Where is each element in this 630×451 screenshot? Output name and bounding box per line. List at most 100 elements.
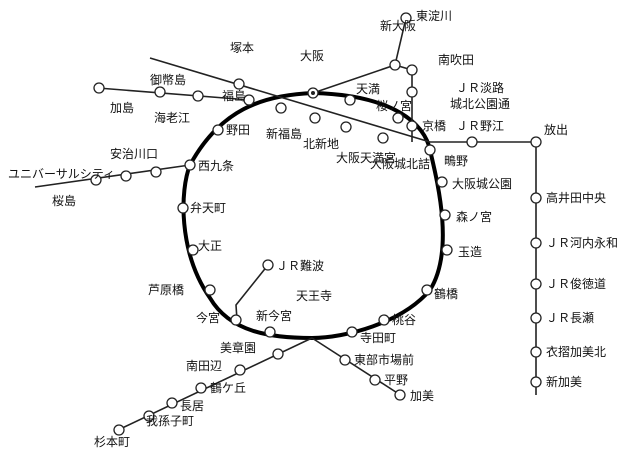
station-morinomiya[interactable] (439, 209, 451, 221)
label-bishoen: 美章園 (220, 340, 256, 355)
station-takaidachuo[interactable] (530, 192, 542, 204)
label-jrshuntokumichi: ＪＲ俊徳道 (546, 276, 606, 291)
station-jrshuntokumichi[interactable] (530, 278, 542, 290)
label-mitejima: 御幣島 (150, 72, 186, 87)
label-hanaten: 放出 (544, 122, 568, 137)
jr-kobe-line (97, 87, 251, 101)
label-shinosaka: 新大阪 (380, 18, 416, 33)
station-shinkami[interactable] (530, 376, 542, 388)
station-momodani[interactable] (378, 314, 390, 326)
station-shinimamiya[interactable] (264, 326, 276, 338)
label-tsukamoto: 塚本 (230, 41, 254, 55)
station-tsurugaoka[interactable] (195, 382, 207, 394)
station-kami[interactable] (394, 389, 406, 401)
label-jrnoe: ＪＲ野江 (456, 119, 504, 133)
label-osakajokitazume: 大阪城北詰 (370, 156, 430, 171)
label-nishikujo: 西九条 (198, 159, 234, 173)
station-shinfukushima[interactable] (275, 102, 287, 114)
station-higashiyodogawa[interactable] (400, 12, 412, 24)
label-tsurugaoka: 鶴ケ丘 (210, 380, 246, 395)
label-shirokitakoen: 城北公園通 (450, 97, 510, 111)
label-jrawaji: ＪＲ淡路 (456, 80, 504, 95)
label-sakurajima: 桜島 (52, 193, 76, 208)
label-teradacho: 寺田町 (360, 331, 396, 345)
label-kami: 加美 (410, 389, 434, 403)
station-kitashinchi[interactable] (309, 112, 321, 124)
label-bentencho: 弁天町 (190, 200, 226, 215)
label-tenma: 天満 (356, 82, 380, 96)
station-shigino[interactable] (466, 136, 478, 148)
yumesaki-line (34, 164, 191, 188)
station-jrkawachieiwa[interactable] (530, 237, 542, 249)
station-kashima[interactable] (93, 82, 105, 94)
station-universal[interactable] (120, 170, 132, 182)
label-osakatenmangu: 大阪天満宮 (336, 150, 396, 165)
station-tamatsukuri[interactable] (441, 244, 453, 256)
label-kisaichi: 衣摺加美北 (546, 344, 606, 359)
label-sakuranomiya: 桜ノ宮 (376, 98, 412, 113)
station-shinosaka[interactable] (389, 59, 401, 71)
label-taisho: 大正 (198, 239, 222, 253)
label-jrnamba: ＪＲ難波 (276, 258, 324, 273)
label-higashiyodogawa: 東淀川 (416, 9, 452, 23)
label-hirano: 平野 (384, 373, 408, 387)
station-ashiharabashi[interactable] (204, 284, 216, 296)
station-hanaten[interactable] (530, 136, 542, 148)
label-ajikawaguchi: 安治川口 (110, 146, 158, 161)
station-kyobashi[interactable] (424, 144, 436, 156)
label-shinimamiya: 新今宮 (256, 308, 292, 323)
station-nishikujo[interactable] (184, 159, 196, 171)
station-tsuruhashi[interactable] (421, 284, 433, 296)
station-sakurajima[interactable] (90, 174, 102, 186)
station-tenma[interactable] (344, 94, 356, 106)
station-sakuranomiya[interactable] (392, 112, 404, 124)
station-jrnoe[interactable] (406, 120, 418, 132)
station-jrnagase[interactable] (530, 312, 542, 324)
label-takaidachuo: 高井田中央 (546, 190, 606, 205)
station-jrnamba[interactable] (262, 259, 274, 271)
station-ebie[interactable] (154, 86, 166, 98)
station-imamiya[interactable] (230, 314, 242, 326)
station-hirano[interactable] (369, 374, 381, 386)
label-kashima: 加島 (110, 100, 134, 115)
station-tsukamoto[interactable] (233, 78, 245, 90)
yamatoji-line (311, 337, 403, 397)
label-momodani: 桃谷 (392, 312, 416, 327)
station-bishoen[interactable] (272, 348, 284, 360)
label-jrkawachieiwa: ＪＲ河内永和 (546, 236, 618, 250)
label-minamitanabe: 南田辺 (186, 358, 222, 373)
label-kyobashi: 京橋 (422, 119, 446, 133)
station-teradacho[interactable] (346, 326, 358, 338)
station-mitejima[interactable] (192, 90, 204, 102)
label-kitashinchi: 北新地 (303, 136, 339, 151)
label-shinkami: 新加美 (546, 374, 582, 389)
station-kisaichi[interactable] (530, 346, 542, 358)
station-bentencho[interactable] (177, 202, 189, 214)
label-shigino: 鴫野 (444, 154, 468, 168)
station-nagai[interactable] (166, 397, 178, 409)
station-sugimotocho[interactable] (113, 424, 125, 436)
label-tamatsukuri: 玉造 (458, 245, 482, 259)
station-jrawaji[interactable] (406, 86, 418, 98)
station-higashibuichiba[interactable] (339, 354, 351, 366)
station-noda[interactable] (212, 124, 224, 136)
label-higashibuichiba: 東部市場前 (354, 352, 414, 367)
label-tsuruhashi: 鶴橋 (434, 286, 458, 301)
jr-tozai-line (149, 57, 431, 143)
station-osakajokoen[interactable] (436, 176, 448, 188)
label-shinfukushima: 新福島 (266, 126, 302, 141)
station-osaka-center (311, 91, 315, 95)
label-osakajokoen: 大阪城公園 (452, 177, 512, 191)
station-abikocho[interactable] (143, 410, 155, 422)
station-osakatenmangu[interactable] (340, 121, 352, 133)
label-minamisuita: 南吹田 (438, 52, 474, 67)
label-nagai: 長居 (180, 399, 204, 413)
station-fukushima[interactable] (243, 94, 255, 106)
station-ajikawaguchi[interactable] (150, 166, 162, 178)
station-minamisuita[interactable] (406, 64, 418, 76)
station-taisho[interactable] (187, 244, 199, 256)
station-minamitanabe[interactable] (234, 364, 246, 376)
label-ebie: 海老江 (154, 110, 190, 125)
station-osakajokitazume[interactable] (377, 132, 389, 144)
